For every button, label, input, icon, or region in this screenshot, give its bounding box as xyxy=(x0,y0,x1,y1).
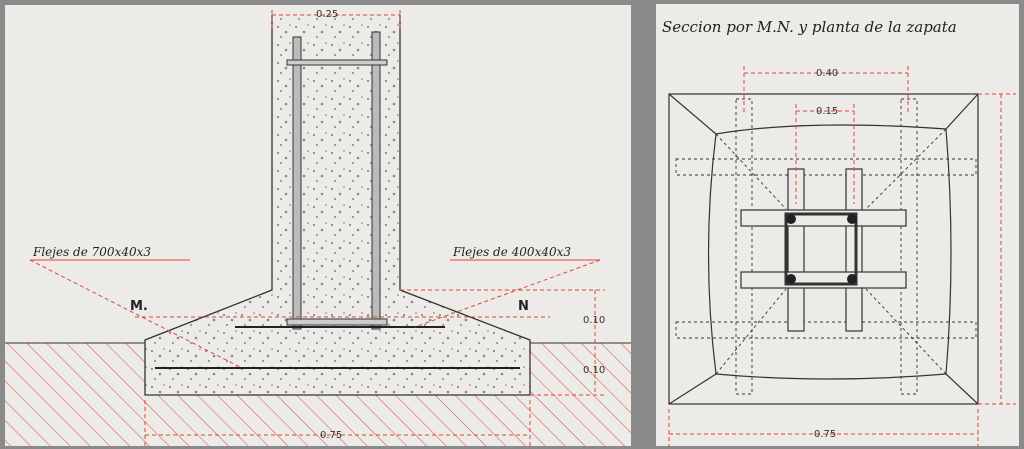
upper-thickness-label: 0.10 xyxy=(583,315,605,326)
column-width-label: 0.25 xyxy=(316,9,338,20)
inner-bars-label: 0.15 xyxy=(816,106,838,117)
section-mark-n: N xyxy=(518,299,529,314)
rebar-left xyxy=(292,36,302,330)
strap-label-left: Flejes de 700x40x3 xyxy=(32,245,151,259)
ground-hatch-left xyxy=(5,343,145,446)
footing-elevation-drawing: 0.25 Flejes de 700x40x3 Flejes de 400x40… xyxy=(5,9,631,446)
lower-thickness-label: 0.10 xyxy=(583,365,605,376)
plan-title: Seccion por M.N. y planta de la zapata xyxy=(662,18,957,36)
outer-bars-label: 0.40 xyxy=(816,68,838,79)
footing-outline xyxy=(668,93,979,405)
column-section xyxy=(784,212,858,286)
column-and-footing xyxy=(144,15,531,396)
footing-plan-panel: Seccion por M.N. y planta de la zapata 0… xyxy=(656,4,1019,446)
footing-top-outline xyxy=(707,124,952,380)
footing-plan-drawing: Seccion por M.N. y planta de la zapata 0… xyxy=(662,18,1016,446)
footing-elevation-panel: 0.25 Flejes de 700x40x3 Flejes de 400x40… xyxy=(5,5,631,446)
tie xyxy=(286,59,388,66)
footing-width-label: 0.75 xyxy=(320,430,342,441)
ground-hatch-below xyxy=(145,395,530,446)
section-mark-m: M. xyxy=(130,299,148,314)
strap-label-right: Flejes de 400x40x3 xyxy=(452,245,571,259)
rebar-right xyxy=(371,31,381,330)
plan-width-label: 0.75 xyxy=(814,429,836,440)
